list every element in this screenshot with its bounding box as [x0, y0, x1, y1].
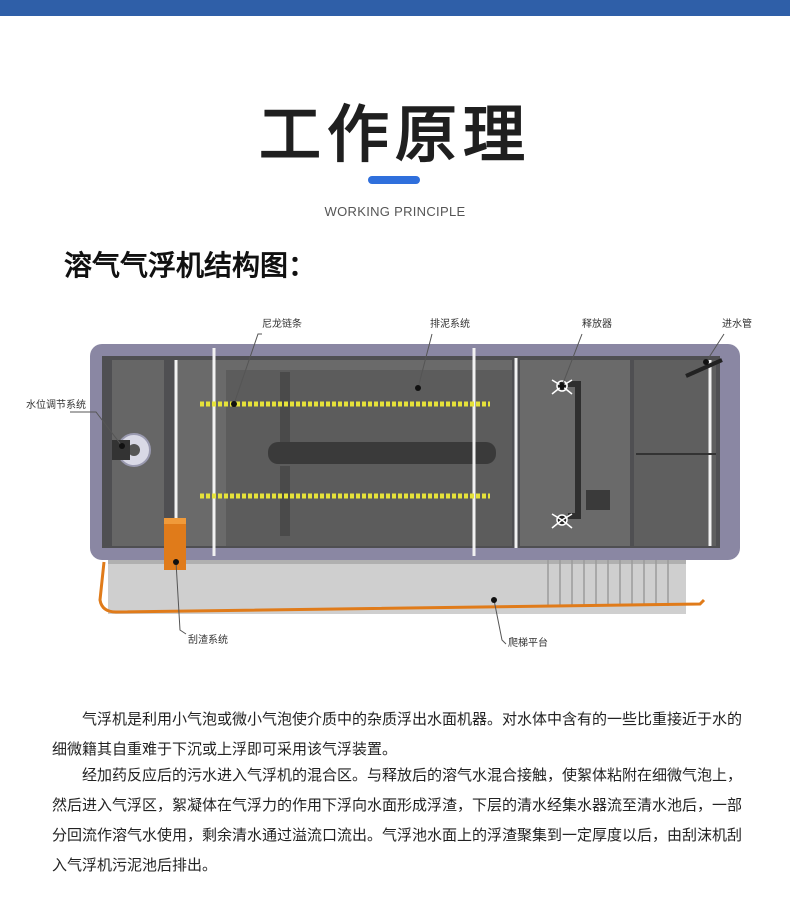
- nylon-chain: [200, 401, 490, 499]
- description-text-1: 气浮机是利用小气泡或微小气泡使介质中的杂质浮出水面机器。对水体中含有的一些比重接…: [52, 710, 743, 758]
- label-scraper-system: 刮渣系统: [188, 633, 228, 646]
- label-inlet-pipe: 进水管: [722, 317, 752, 330]
- scraper-box-top: [164, 518, 186, 524]
- description-text-2: 经加药反应后的污水进入气浮机的混合区。与释放后的溶气水混合接触，使絮体粘附在细微…: [52, 766, 743, 874]
- sludge-pipe: [268, 442, 496, 464]
- handrail: [98, 561, 706, 614]
- section-title: 溶气气浮机结构图：: [64, 249, 317, 282]
- page-subtitle: WORKING PRINCIPLE: [324, 204, 466, 219]
- top-color-bar: [0, 0, 790, 16]
- label-level-control: 水位调节系统: [26, 398, 86, 411]
- releaser-riser: [586, 490, 610, 510]
- description-paragraph-2: 经加药反应后的污水进入气浮机的混合区。与释放后的溶气水混合接触，使絮体粘附在细微…: [52, 760, 742, 880]
- title-accent-bar: [368, 176, 420, 184]
- leader-lines: [70, 333, 725, 645]
- level-pipe: [112, 440, 130, 460]
- flange-hole: [128, 444, 140, 456]
- inlet-pipe: [685, 358, 723, 378]
- label-sludge-system: 排泥系统: [430, 317, 470, 330]
- baffle-top: [280, 372, 290, 442]
- releaser-bottom: [551, 513, 573, 529]
- leader-dots: [119, 359, 709, 603]
- description-paragraph-1: 气浮机是利用小气泡或微小气泡使介质中的杂质浮出水面机器。对水体中含有的一些比重接…: [52, 704, 742, 764]
- page-title: 工作原理: [258, 98, 531, 171]
- scraper-box: [164, 522, 186, 570]
- label-releaser: 释放器: [582, 317, 612, 330]
- structure-diagram: 尼龙链条 排泥系统 释放器 进水管 水位调节系统 刮渣系统 爬梯平台: [26, 317, 752, 649]
- label-ladder-platform: 爬梯平台: [508, 636, 548, 649]
- baffle-bottom: [280, 466, 290, 536]
- releaser-pipe: [568, 381, 581, 519]
- ladder-ribs: [547, 560, 669, 606]
- base-shadow: [108, 558, 686, 564]
- label-nylon-chain: 尼龙链条: [262, 317, 302, 330]
